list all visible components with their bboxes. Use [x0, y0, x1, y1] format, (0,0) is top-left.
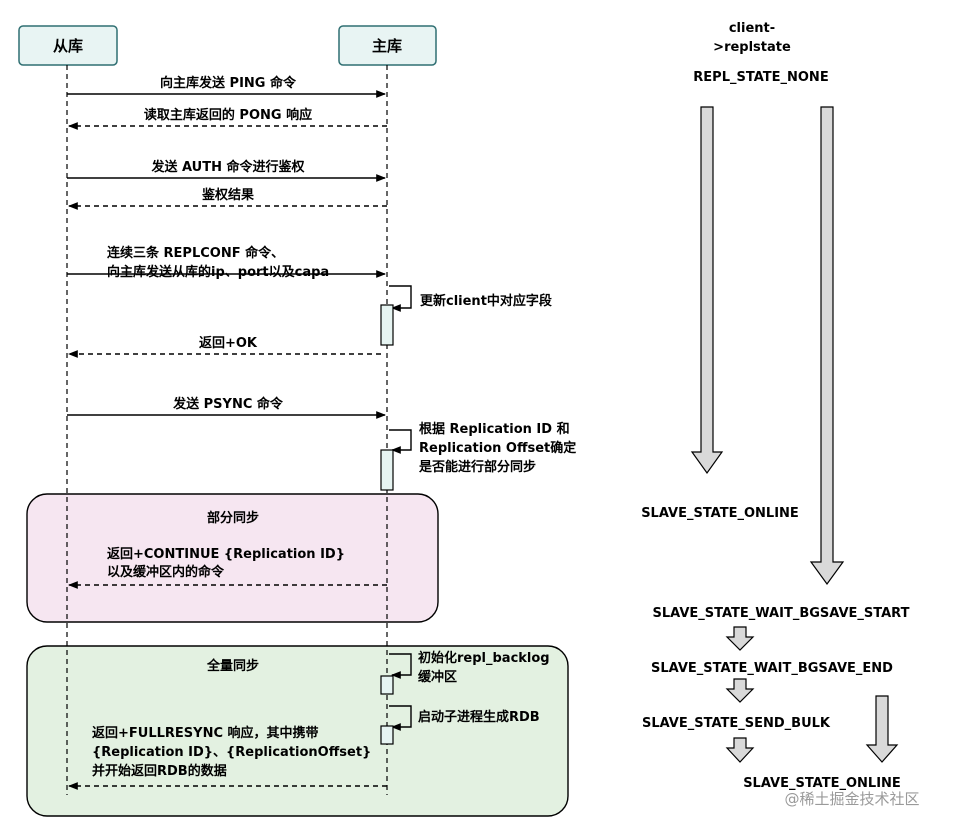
master-participant-label: 主库	[372, 37, 402, 55]
state-online-partial-label: SLAVE_STATE_ONLINE	[641, 506, 799, 521]
full-sync-reply-line1: 返回+FULLRESYNC 响应，其中携带	[92, 725, 319, 741]
partial-sync-box	[26, 493, 439, 623]
init-backlog-self-arrow	[389, 653, 412, 679]
full-sync-title: 全量同步	[206, 658, 259, 674]
state-arrow-to-online-right	[865, 695, 899, 763]
slave-participant-box	[18, 25, 118, 66]
replconf-label-line2: 向主库发送从库的ip、port以及capa	[107, 264, 329, 280]
state-header-line1: client-	[729, 21, 775, 36]
partial-sync-reply-line1: 返回+CONTINUE {Replication ID}	[107, 547, 345, 562]
ping-label: 向主库发送 PING 命令	[160, 75, 297, 91]
partial-path-state-arrow	[690, 106, 724, 475]
state-arrow-to-wait-end	[725, 626, 755, 651]
full-path-state-arrow	[809, 106, 845, 586]
decide-label-line3: 是否能进行部分同步	[418, 459, 536, 475]
watermark: @稀土掘金技术社区	[784, 790, 919, 808]
state-wait-bgsave-start-label: SLAVE_STATE_WAIT_BGSAVE_START	[653, 606, 910, 621]
auth-label: 发送 AUTH 命令进行鉴权	[150, 159, 305, 175]
state-send-bulk-label: SLAVE_STATE_SEND_BULK	[642, 716, 831, 731]
state-arrow-to-online-left	[725, 737, 755, 763]
full-sync-box	[26, 645, 569, 817]
auth-result-label: 鉴权结果	[201, 187, 254, 203]
decide-self-arrow	[389, 429, 412, 454]
init-backlog-label-line1: 初始化repl_backlog	[418, 650, 550, 666]
master-activation-2	[380, 449, 394, 491]
partial-sync-title: 部分同步	[207, 510, 259, 526]
master-activation-1	[380, 304, 394, 346]
state-wait-bgsave-end-label: SLAVE_STATE_WAIT_BGSAVE_END	[651, 661, 893, 676]
partial-sync-reply-line2: 以及缓冲区内的命令	[107, 564, 225, 580]
decide-label-line1: 根据 Replication ID 和	[419, 421, 570, 437]
master-activation-3	[380, 675, 394, 695]
init-backlog-label-line2: 缓冲区	[418, 669, 457, 685]
start-child-label: 启动子进程生成RDB	[418, 709, 540, 725]
decide-label-line2: Replication Offset确定	[419, 440, 576, 456]
update-client-label: 更新client中对应字段	[420, 293, 552, 309]
pong-label: 读取主库返回的 PONG 响应	[144, 107, 312, 123]
replconf-label-line1: 连续三条 REPLCONF 命令、	[107, 245, 284, 261]
update-client-self-arrow	[389, 285, 412, 312]
state-online-full-label: SLAVE_STATE_ONLINE	[743, 776, 901, 791]
full-sync-reply-line3: 并开始返回RDB的数据	[92, 763, 227, 779]
psync-label: 发送 PSYNC 命令	[172, 396, 284, 412]
state-header-line2: >replstate	[713, 40, 791, 55]
start-child-self-arrow	[389, 705, 412, 731]
master-activation-4	[380, 725, 394, 745]
state-none-label: REPL_STATE_NONE	[693, 70, 828, 85]
full-sync-reply-line2: {Replication ID}、{ReplicationOffset}	[92, 745, 371, 760]
slave-participant-label: 从库	[53, 37, 83, 55]
state-arrow-to-send-bulk	[725, 678, 755, 703]
ok-label: 返回+OK	[199, 336, 258, 351]
